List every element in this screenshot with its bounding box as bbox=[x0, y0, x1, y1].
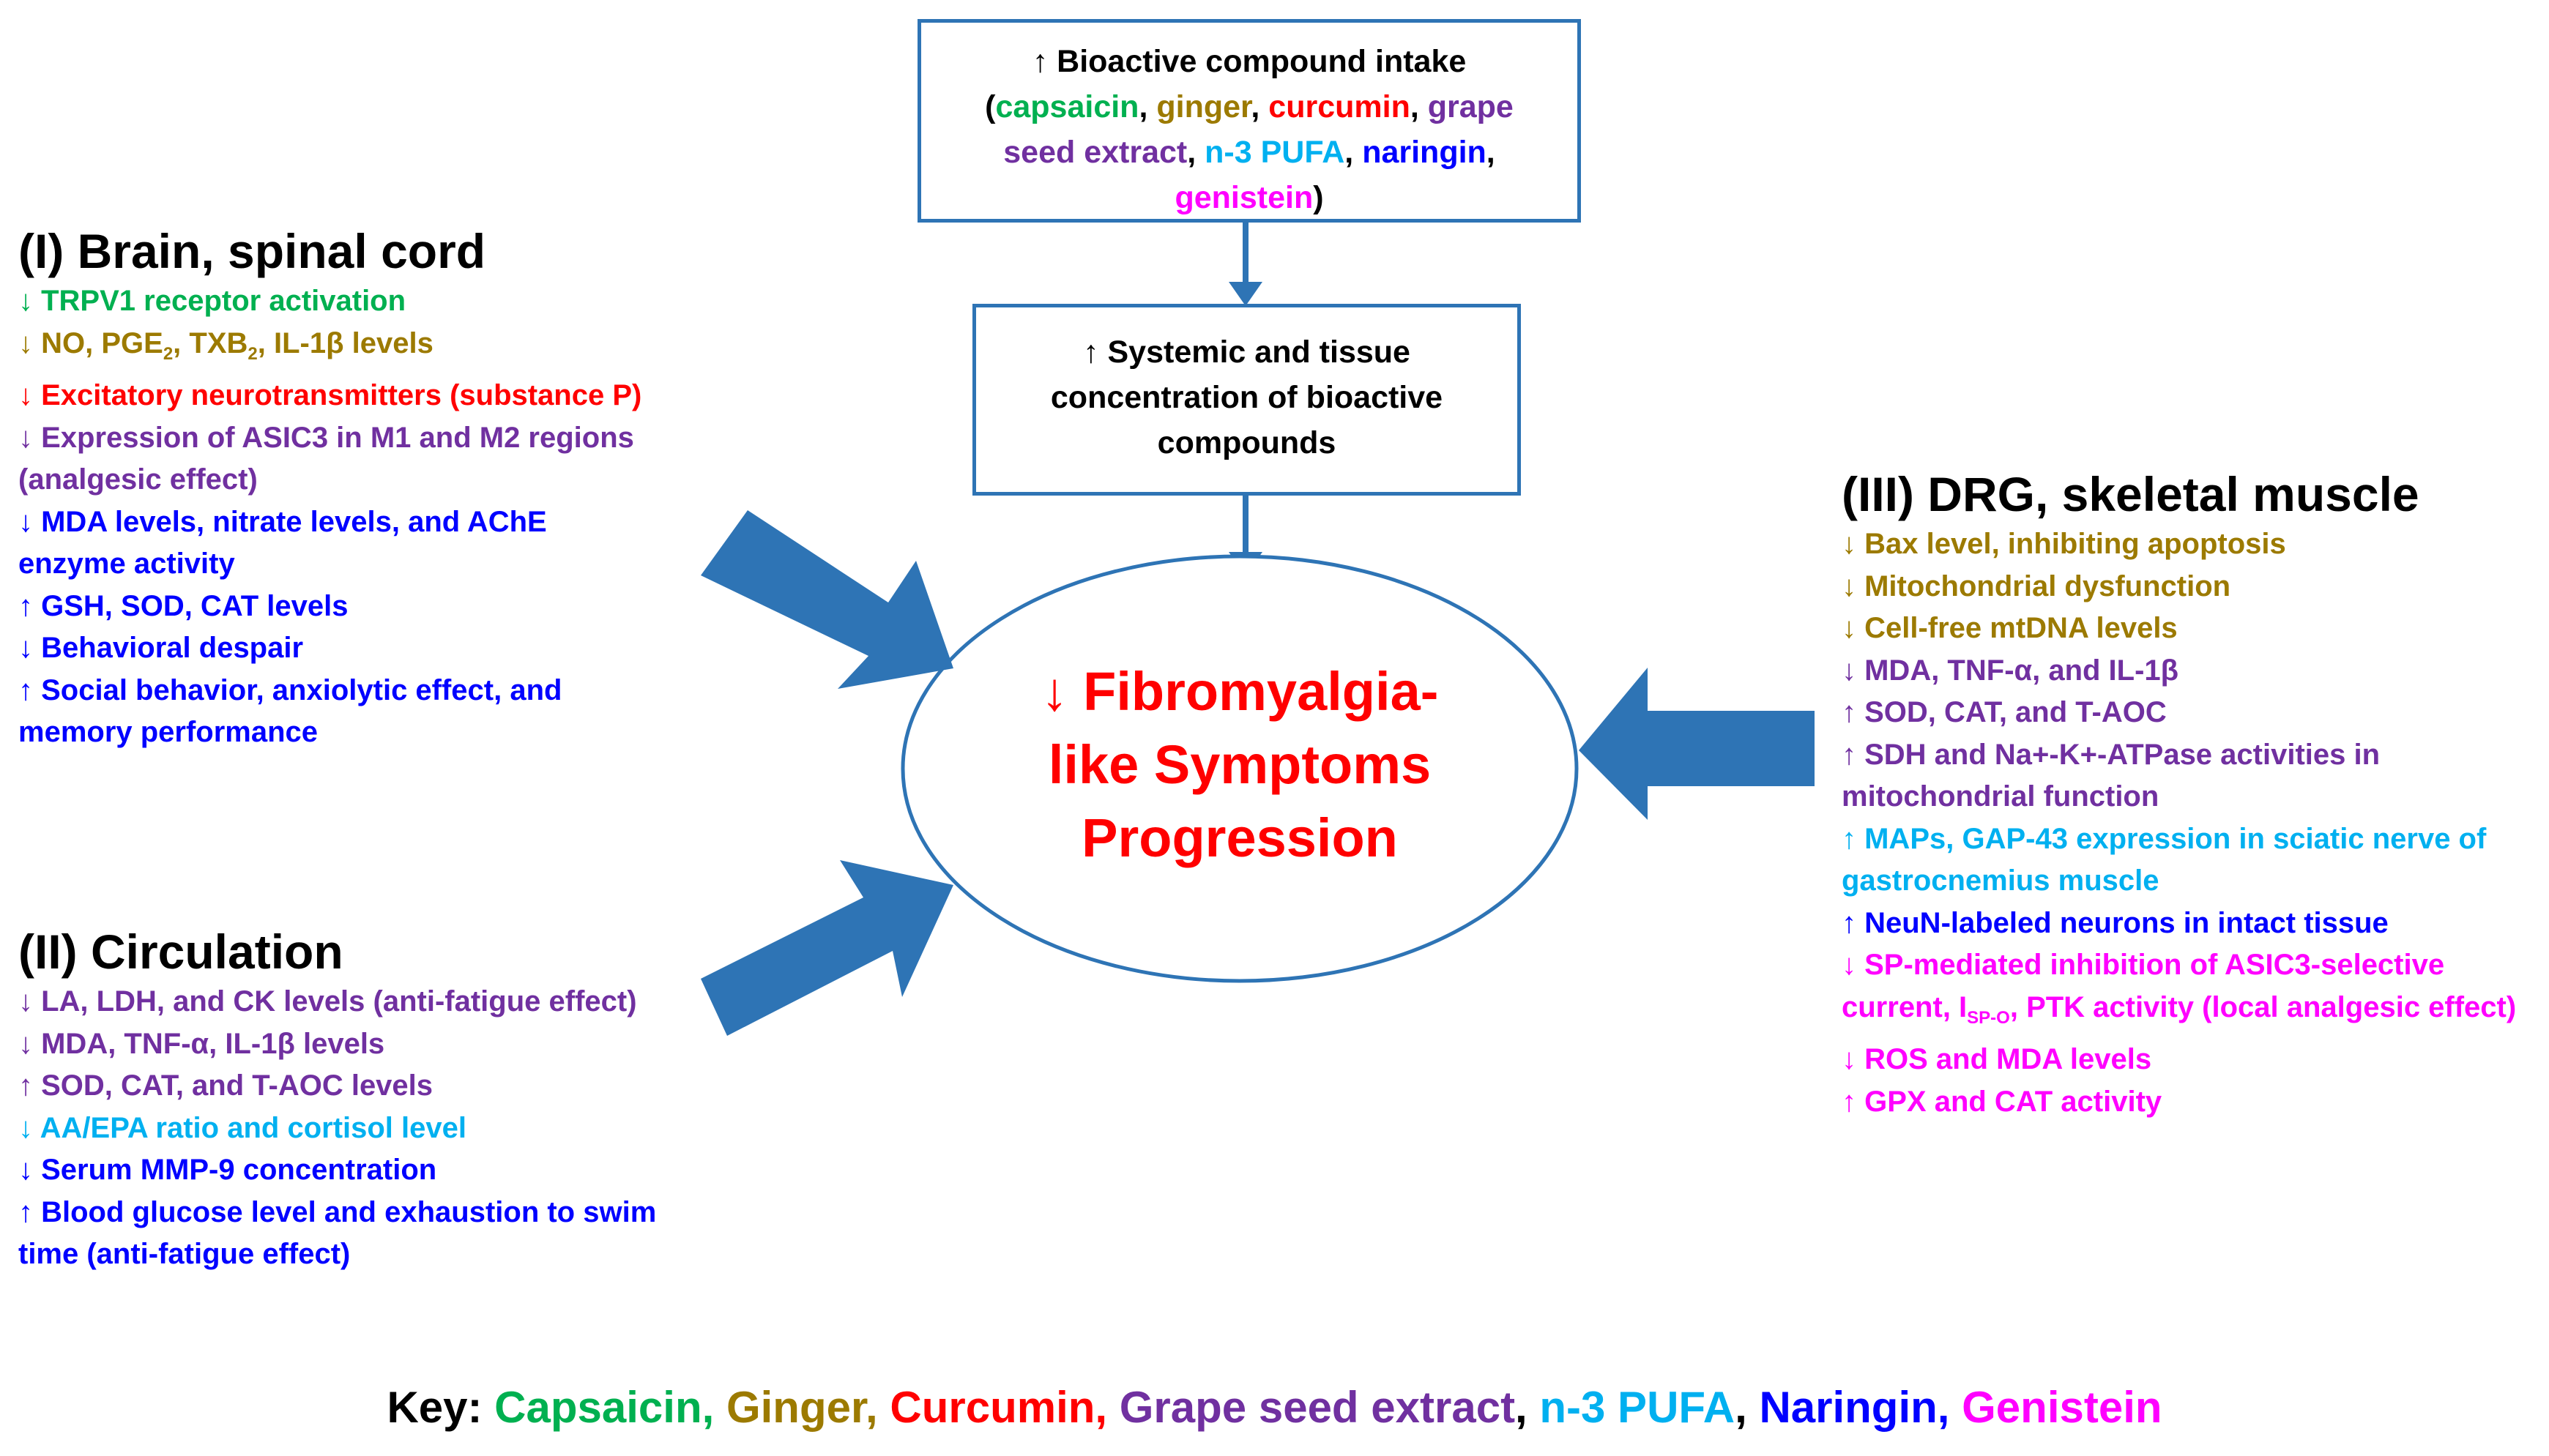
intake-seed-extract: seed extract bbox=[1003, 135, 1188, 170]
outcome-line3: Progression bbox=[1082, 807, 1398, 868]
outcome-line2: like Symptoms bbox=[1048, 734, 1432, 795]
drg-item-ros: ↓ ROS and MDA levels bbox=[1842, 1043, 2152, 1075]
circulation-item-sod: ↑ SOD, CAT, and T-AOC levels bbox=[18, 1069, 433, 1102]
intake-compounds-line3: genistein) bbox=[1175, 180, 1324, 215]
circulation-item-la: ↓ LA, LDH, and CK levels (anti-fatigue e… bbox=[18, 985, 637, 1018]
brain-item-social-cont: memory performance bbox=[18, 716, 319, 748]
drg-item-sp: ↓ SP-mediated inhibition of ASIC3-select… bbox=[1842, 949, 2445, 981]
key-label: Key: bbox=[387, 1383, 495, 1432]
circulation-item-aa-epa: ↓ AA/EPA ratio and cortisol level bbox=[18, 1111, 466, 1144]
section-circulation: (II) Circulation ↓ LA, LDH, and CK level… bbox=[18, 924, 656, 1276]
drg-item-sdh: ↑ SDH and Na+-K+-ATPase activities in bbox=[1842, 738, 2381, 771]
key-grape-seed-extract: Grape seed extract bbox=[1119, 1383, 1516, 1432]
intake-naringin: naringin bbox=[1362, 135, 1486, 170]
intake-pufa: n-3 PUFA bbox=[1205, 135, 1345, 170]
circulation-title: (II) Circulation bbox=[18, 925, 343, 979]
brain-title: (I) Brain, spinal cord bbox=[18, 224, 486, 278]
drg-item-mda: ↓ MDA, TNF-α, and IL-1β bbox=[1842, 654, 2179, 687]
arrow-drg-to-outcome bbox=[1579, 668, 1815, 820]
brain-item-excitatory: ↓ Excitatory neurotransmitters (substanc… bbox=[18, 379, 642, 411]
brain-item-asic3-cont: (analgesic effect) bbox=[18, 463, 258, 496]
circulation-item-glucose: ↑ Blood glucose level and exhaustion to … bbox=[18, 1195, 657, 1228]
key-curcumin: Curcumin bbox=[890, 1383, 1095, 1432]
brain-item-asic3: ↓ Expression of ASIC3 in M1 and M2 regio… bbox=[18, 421, 634, 454]
arrow-brain-to-outcome bbox=[701, 510, 953, 689]
brain-item-gsh: ↑ GSH, SOD, CAT levels bbox=[18, 589, 349, 622]
systemic-line2: concentration of bioactive bbox=[1050, 380, 1443, 415]
systemic-line3: compounds bbox=[1157, 425, 1336, 460]
key-naringin: Naringin bbox=[1759, 1383, 1938, 1432]
brain-item-mda-cont: enzyme activity bbox=[18, 548, 235, 580]
intake-curcumin: curcumin bbox=[1268, 89, 1410, 124]
intake-ginger: ginger bbox=[1156, 89, 1251, 124]
intake-compounds-line1: (capsaicin, ginger, curcumin, grape bbox=[985, 89, 1514, 124]
brain-item-trpv1: ↓ TRPV1 receptor activation bbox=[18, 285, 406, 317]
section-drg: (III) DRG, skeletal muscle ↓ Bax level, … bbox=[1842, 466, 2516, 1123]
circulation-item-mmp9: ↓ Serum MMP-9 concentration bbox=[18, 1154, 437, 1186]
brain-item-social: ↑ Social behavior, anxiolytic effect, an… bbox=[18, 673, 562, 706]
drg-item-sp-cont: current, ISP-O, PTK activity (local anal… bbox=[1842, 990, 2517, 1028]
drg-item-neun: ↑ NeuN-labeled neurons in intact tissue bbox=[1842, 906, 2389, 939]
drg-item-sod: ↑ SOD, CAT, and T-AOC bbox=[1842, 696, 2167, 728]
brain-item-no-pge2: ↓ NO, PGE2, TXB2, IL-1β levels bbox=[18, 326, 433, 364]
drg-item-maps-cont: gastrocnemius muscle bbox=[1842, 865, 2159, 897]
drg-title: (III) DRG, skeletal muscle bbox=[1842, 467, 2419, 521]
drg-item-maps: ↑ MAPs, GAP-43 expression in sciatic ner… bbox=[1842, 822, 2487, 855]
arrow-circulation-to-outcome bbox=[701, 860, 953, 1036]
outcome-text: ↓ Fibromyalgia- like Symptoms Progressio… bbox=[903, 582, 1577, 948]
brain-item-despair: ↓ Behavioral despair bbox=[18, 632, 304, 664]
intake-grape: grape bbox=[1427, 89, 1514, 124]
connector-arrowhead-top bbox=[1229, 282, 1262, 306]
intake-genistein: genistein bbox=[1175, 180, 1314, 215]
section-brain: (I) Brain, spinal cord ↓ TRPV1 receptor … bbox=[18, 223, 641, 754]
key-legend: Key: Capsaicin, Ginger, Curcumin, Grape … bbox=[387, 1383, 2162, 1432]
intake-title: ↑ Bioactive compound intake bbox=[1032, 44, 1467, 79]
intake-capsaicin: capsaicin bbox=[995, 89, 1139, 124]
brain-item-mda: ↓ MDA levels, nitrate levels, and AChE bbox=[18, 505, 547, 538]
outcome-ellipse bbox=[901, 554, 1579, 983]
circulation-item-glucose-cont: time (anti-fatigue effect) bbox=[18, 1238, 351, 1270]
key-n3-pufa: n-3 PUFA bbox=[1539, 1383, 1735, 1432]
key-ginger: Ginger bbox=[726, 1383, 866, 1432]
intake-compounds-line2: seed extract, n-3 PUFA, naringin, bbox=[1003, 135, 1495, 170]
drg-item-mtdna: ↓ Cell-free mtDNA levels bbox=[1842, 612, 2178, 644]
outcome-line1: ↓ Fibromyalgia- bbox=[1041, 661, 1439, 722]
systemic-box: ↑ Systemic and tissue concentration of b… bbox=[972, 304, 1521, 496]
circulation-item-mda: ↓ MDA, TNF-α, IL-1β levels bbox=[18, 1027, 385, 1060]
key-genistein: Genistein bbox=[1962, 1383, 2162, 1432]
drg-item-bax: ↓ Bax level, inhibiting apoptosis bbox=[1842, 528, 2286, 560]
drg-item-sdh-cont: mitochondrial function bbox=[1842, 780, 2159, 813]
drg-item-gpx: ↑ GPX and CAT activity bbox=[1842, 1085, 2162, 1118]
drg-item-mito: ↓ Mitochondrial dysfunction bbox=[1842, 570, 2231, 602]
intake-box: ↑ Bioactive compound intake (capsaicin, … bbox=[918, 19, 1581, 223]
systemic-line1: ↑ Systemic and tissue bbox=[1083, 335, 1410, 370]
key-capsaicin: Capsaicin bbox=[494, 1383, 702, 1432]
